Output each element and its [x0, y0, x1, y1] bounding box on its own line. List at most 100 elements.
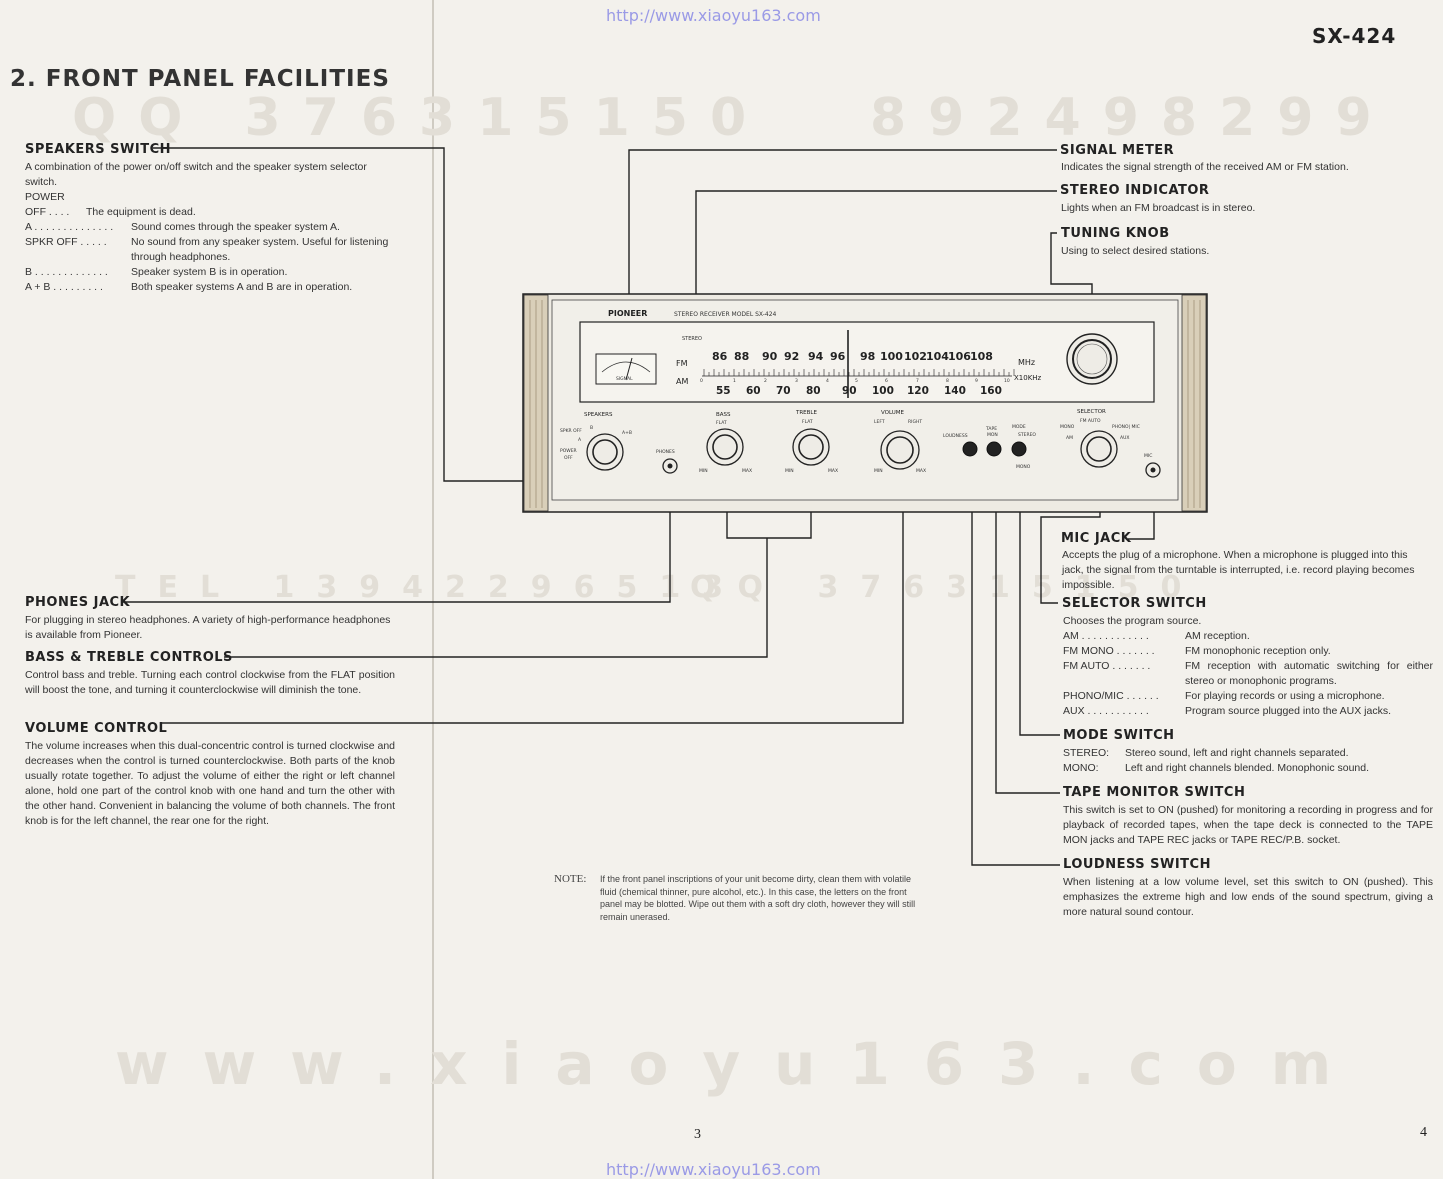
selector-row-value: FM reception with automatic switching fo… [1185, 660, 1433, 687]
tuning-knob-heading: TUNING KNOB [1061, 226, 1170, 241]
am-scale-tick: 55 [716, 385, 731, 397]
stereo-indicator-heading: STEREO INDICATOR [1060, 183, 1210, 198]
panel-model-text: STEREO RECEIVER MODEL SX-424 [674, 311, 777, 318]
fm-scale-tick: 88 [734, 350, 749, 363]
selector-row-key: FM AUTO . . . . . . . [1063, 660, 1151, 672]
speakers-switch-heading: SPEAKERS SWITCH [25, 142, 172, 157]
speakers-power-label: POWER [25, 191, 65, 203]
watermark-qq-right: 892498299 [870, 88, 1394, 148]
dial-window [579, 321, 1155, 403]
fm-unit: MHz [1018, 358, 1035, 367]
fm-scale-tick: 96 [830, 350, 846, 363]
mode-row-key: MONO: [1063, 762, 1099, 774]
am-small-tick: 10 [1004, 378, 1010, 384]
speakers-row-value: No sound from any speaker system. Useful… [131, 236, 389, 263]
fm-scale: 86 88 90 92 94 96 98 100 102 104 106 108… [712, 350, 1035, 367]
speakers-row-key: A . . . . . . . . . . . . . . [25, 221, 114, 233]
volume-control-heading: VOLUME CONTROL [25, 721, 168, 736]
am-scale-tick: 80 [806, 385, 821, 397]
mode-row-value: Stereo sound, left and right channels se… [1125, 747, 1349, 759]
tuning-knob[interactable] [1066, 333, 1118, 385]
page-number-right: 4 [1420, 1125, 1427, 1140]
selector-row-key: AM . . . . . . . . . . . . [1063, 630, 1149, 642]
loudness-button[interactable] [962, 441, 978, 457]
tape-monitor-heading: TAPE MONITOR SWITCH [1063, 785, 1246, 800]
speakers-label: SPEAKERS [584, 412, 613, 418]
bass-treble-text: Control bass and treble. Turning each co… [25, 669, 395, 696]
spk-b-label: B [590, 425, 593, 431]
mode-row-value: Left and right channels blended. Monopho… [1125, 762, 1370, 774]
speakers-row-value: Speaker system B is in operation. [131, 266, 288, 278]
am-scale-tick: 140 [944, 385, 966, 397]
tape-monitor-button[interactable] [986, 441, 1002, 457]
treble-flat-label: FLAT [802, 419, 813, 425]
bass-min-label: MIN [699, 468, 708, 474]
speakers-row-key: B . . . . . . . . . . . . . [25, 266, 108, 278]
fm-scale-tick: 108 [970, 350, 993, 363]
treble-label: TREBLE [795, 410, 817, 416]
loudness-switch-heading: LOUDNESS SWITCH [1063, 857, 1211, 872]
selector-switch-text: Chooses the program source. AM . . . . .… [1063, 614, 1433, 719]
mon-label: MON [987, 432, 998, 438]
speakers-row-key: OFF . . . . [25, 206, 70, 218]
page-number-left: 3 [694, 1127, 701, 1142]
speakers-switch-text: A combination of the power on/off switch… [25, 160, 393, 295]
selector-aux-label: AUX [1120, 435, 1129, 441]
spk-ab-label: A+B [622, 430, 632, 436]
spkr-off-label: SPKR OFF [560, 428, 582, 434]
mic-jack-heading: MIC JACK [1061, 531, 1132, 546]
volume-label: VOLUME [881, 410, 905, 416]
watermark-url-bottom: http://www.xiaoyu163.com [606, 1160, 821, 1179]
loudness-switch-text: When listening at a low volume level, se… [1063, 876, 1433, 918]
mic-jack-text: Accepts the plug of a microphone. When a… [1062, 549, 1415, 591]
selector-row-key: FM MONO . . . . . . . [1063, 645, 1155, 657]
am-small-tick: 5 [855, 378, 858, 384]
volume-left-label: LEFT [874, 419, 885, 425]
am-small-tick: 8 [946, 378, 949, 384]
selector-phono-mic-label: PHONO| MIC [1112, 424, 1140, 430]
mode-switch-text: STEREO: Stereo sound, left and right chan… [1063, 746, 1433, 776]
selector-row-value: FM monophonic reception only. [1185, 645, 1331, 657]
am-small-tick: 3 [795, 378, 798, 384]
treble-min-label: MIN [785, 468, 794, 474]
mic-label: MIC [1144, 453, 1152, 459]
tape-monitor-text: This switch is set to ON (pushed) for mo… [1063, 804, 1433, 846]
panel-brand: PIONEER [608, 309, 647, 318]
phones-label: PHONES [656, 449, 675, 455]
mode-button[interactable] [1011, 441, 1027, 457]
speakers-row-value: The equipment is dead. [86, 206, 196, 218]
bass-treble-heading: BASS & TREBLE CONTROLS [25, 650, 233, 665]
selector-row-key: AUX . . . . . . . . . . . [1063, 705, 1149, 717]
loudness-label: LOUDNESS [943, 433, 968, 439]
am-scale-tick: 100 [872, 385, 894, 397]
am-small-tick: 0 [700, 378, 703, 384]
phones-jack-heading: PHONES JACK [25, 595, 131, 610]
am-scale-tick: 120 [907, 385, 929, 397]
volume-min-label: MIN [874, 468, 883, 474]
selector-intro: Chooses the program source. [1063, 615, 1202, 627]
dial-fm-label: FM [676, 359, 688, 368]
leader-lines [123, 147, 1155, 866]
volume-control-text: The volume increases when this dual-conc… [25, 740, 396, 827]
off-label: OFF [564, 455, 573, 461]
mode-row-key: STEREO: [1063, 747, 1110, 759]
page-fold [432, 0, 434, 1179]
fm-scale-tick: 100 [880, 350, 903, 363]
speakers-intro: A combination of the power on/off switch… [25, 161, 367, 188]
power-label: POWER [560, 448, 577, 454]
signal-meter-text: Indicates the signal strength of the rec… [1061, 161, 1349, 173]
am-scale-tick: 60 [746, 385, 761, 397]
treble-max-label: MAX [828, 468, 838, 474]
selector-switch-heading: SELECTOR SWITCH [1062, 596, 1207, 611]
fm-scale-tick: 106 [948, 350, 971, 363]
signal-meter-label: SIGNAL [616, 376, 633, 382]
fm-scale-tick: 90 [762, 350, 778, 363]
panel-stereo-label: STEREO [682, 336, 702, 342]
page-title: 2. FRONT PANEL FACILITIES [10, 66, 390, 92]
selector-label: SELECTOR [1077, 409, 1106, 415]
tuning-knob-text: Using to select desired stations. [1061, 245, 1210, 257]
stereo-indicator-text: Lights when an FM broadcast is in stereo… [1061, 202, 1256, 214]
am-unit: X10KHz [1014, 374, 1042, 382]
note-block: NOTE: If the front panel inscriptions of… [554, 873, 926, 923]
bass-label: BASS [716, 412, 731, 418]
